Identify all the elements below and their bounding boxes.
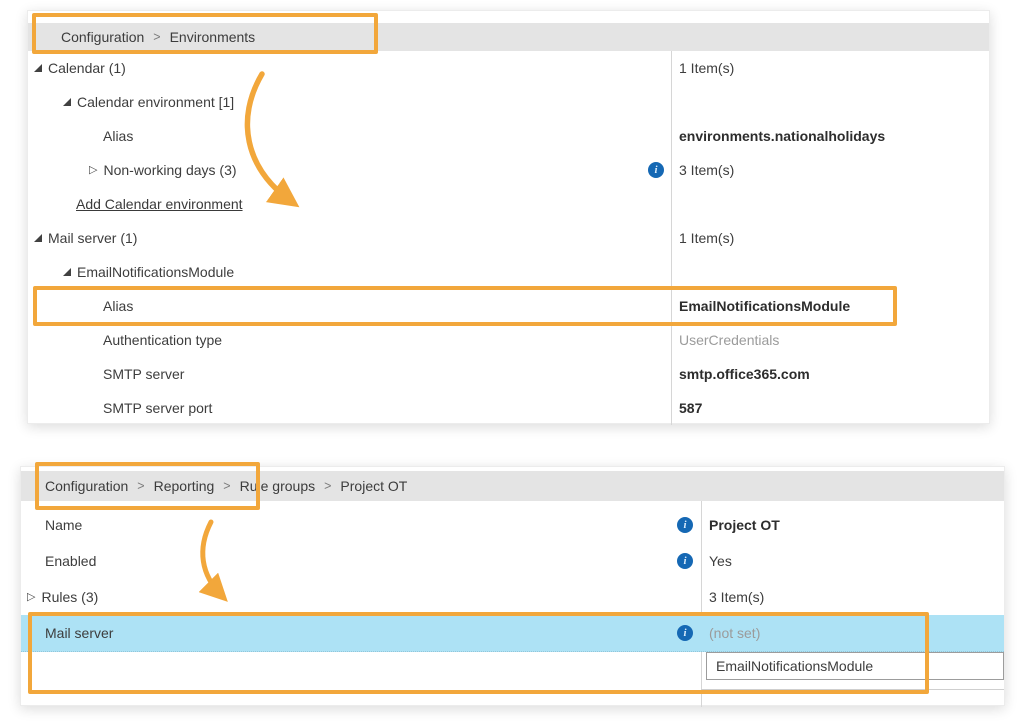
property-value: 3 Item(s) [709, 589, 765, 605]
breadcrumb-item-configuration[interactable]: Configuration [45, 478, 129, 494]
info-icon[interactable] [677, 517, 693, 533]
tree-label: Authentication type [103, 332, 223, 348]
property-label: Rules (3) [41, 589, 99, 605]
environments-config-panel: Configuration > Environments Calendar (1… [27, 10, 990, 425]
tree-label: Alias [103, 128, 134, 144]
tree-label: Calendar environment [1] [77, 94, 235, 110]
property-value: (not set) [709, 625, 761, 641]
tree-row-alias-calendar[interactable]: Alias environments.nationalholidays [28, 119, 989, 153]
tree-label: EmailNotificationsModule [77, 264, 235, 280]
tree-row-calendar-environment[interactable]: Calendar environment [1] [28, 85, 989, 119]
breadcrumb-environments: Configuration > Environments [28, 23, 989, 51]
row-value: 1 Item(s) [679, 60, 735, 76]
mail-server-editor-input[interactable] [706, 652, 1004, 680]
property-row-name[interactable]: Name Project OT [21, 507, 1004, 543]
info-icon[interactable] [677, 625, 693, 641]
tree-row-calendar[interactable]: Calendar (1) 1 Item(s) [28, 51, 989, 85]
property-value: Yes [709, 553, 732, 569]
tree-row-smtp-server-port[interactable]: SMTP server port 587 [28, 391, 989, 425]
tree-label: Mail server (1) [48, 230, 138, 246]
expander-expanded-icon[interactable] [34, 234, 42, 242]
property-row-mail-server[interactable]: Mail server (not set) [21, 615, 1004, 652]
breadcrumb-item-project-ot[interactable]: Project OT [340, 478, 408, 494]
breadcrumb-item-configuration[interactable]: Configuration [61, 29, 145, 45]
info-icon[interactable] [677, 553, 693, 569]
breadcrumb-reporting: Configuration > Reporting > Rule groups … [21, 471, 1004, 501]
tree-label: Non-working days (3) [103, 162, 237, 178]
property-label: Enabled [45, 553, 97, 569]
row-value: smtp.office365.com [679, 366, 810, 382]
info-icon[interactable] [648, 162, 664, 178]
row-value: environments.nationalholidays [679, 128, 886, 144]
tree-row-emailnotificationsmodule[interactable]: EmailNotificationsModule [28, 255, 989, 289]
breadcrumb-item-environments[interactable]: Environments [169, 29, 256, 45]
environments-tree: Calendar (1) 1 Item(s) Calendar environm… [28, 51, 989, 425]
breadcrumb-item-reporting[interactable]: Reporting [153, 478, 215, 494]
expander-collapsed-icon[interactable] [89, 165, 97, 176]
expander-expanded-icon[interactable] [63, 98, 71, 106]
breadcrumb-separator: > [153, 30, 161, 44]
tree-label: Calendar (1) [48, 60, 126, 76]
editor-row-underline [701, 689, 1004, 690]
column-divider [671, 51, 672, 425]
row-value: EmailNotificationsModule [679, 298, 851, 314]
tree-label: SMTP server [103, 366, 185, 382]
row-value: 587 [679, 400, 703, 416]
expander-expanded-icon[interactable] [34, 64, 42, 72]
rule-group-panel: Configuration > Reporting > Rule groups … [20, 466, 1005, 707]
property-row-rules[interactable]: Rules (3) 3 Item(s) [21, 579, 1004, 615]
tree-row-mail-server[interactable]: Mail server (1) 1 Item(s) [28, 221, 989, 255]
row-value: UserCredentials [679, 332, 780, 348]
column-divider [701, 501, 702, 707]
tree-label: Alias [103, 298, 134, 314]
property-value: Project OT [709, 517, 780, 533]
tree-row-authentication-type[interactable]: Authentication type UserCredentials [28, 323, 989, 357]
property-row-enabled[interactable]: Enabled Yes [21, 543, 1004, 579]
breadcrumb-separator: > [223, 479, 231, 493]
tree-row-smtp-server[interactable]: SMTP server smtp.office365.com [28, 357, 989, 391]
expander-collapsed-icon[interactable] [27, 592, 35, 603]
property-label: Mail server [45, 625, 114, 641]
row-value: 1 Item(s) [679, 230, 735, 246]
property-label: Name [45, 517, 83, 533]
add-calendar-environment-row: Add Calendar environment [28, 187, 989, 221]
row-value: 3 Item(s) [679, 162, 735, 178]
rule-group-properties: Name Project OT Enabled Yes Rules (3) 3 … [21, 507, 1004, 652]
tree-row-non-working-days[interactable]: Non-working days (3) 3 Item(s) [28, 153, 989, 187]
add-calendar-environment-link[interactable]: Add Calendar environment [76, 196, 243, 212]
tree-label: SMTP server port [103, 400, 213, 416]
tree-row-alias-mail[interactable]: Alias EmailNotificationsModule [28, 289, 989, 323]
expander-expanded-icon[interactable] [63, 268, 71, 276]
breadcrumb-separator: > [137, 479, 145, 493]
breadcrumb-separator: > [324, 479, 332, 493]
breadcrumb-item-rule-groups[interactable]: Rule groups [239, 478, 316, 494]
